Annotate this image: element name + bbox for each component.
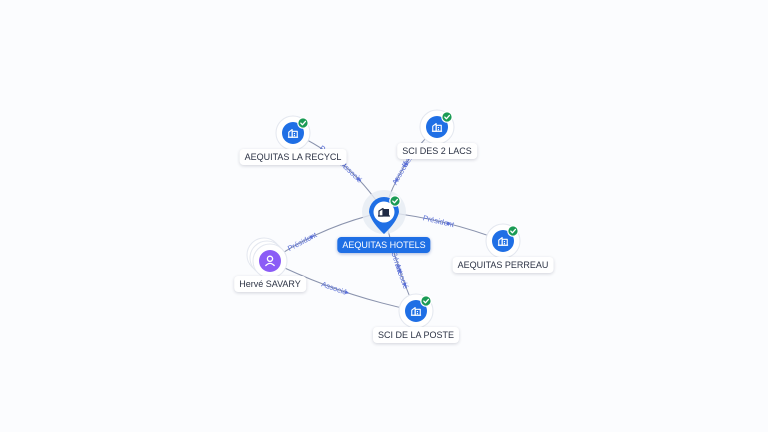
verified-check-icon bbox=[297, 117, 309, 129]
verified-check-icon bbox=[420, 295, 432, 307]
node-herve-savary[interactable] bbox=[246, 237, 288, 279]
edge-arrow bbox=[395, 177, 399, 183]
person-icon bbox=[265, 255, 275, 267]
edge-label: Associé bbox=[393, 262, 410, 290]
edge-arrow bbox=[397, 268, 402, 274]
node-fill bbox=[282, 122, 304, 144]
node-label-aequitas-perreau[interactable]: AEQUITAS PERREAU bbox=[452, 257, 554, 273]
node-sci-de-la-poste[interactable] bbox=[398, 293, 434, 329]
node-label-sci-des-2-lacs[interactable]: SCI DES 2 LACS bbox=[397, 143, 477, 159]
edge-arrow bbox=[309, 235, 315, 240]
verified-check-icon bbox=[441, 111, 453, 123]
edge-label: Associé bbox=[390, 159, 411, 186]
building-icon bbox=[497, 237, 509, 246]
edge-arrow bbox=[403, 161, 408, 167]
node-fill bbox=[426, 116, 448, 138]
node-aequitas-perreau[interactable] bbox=[485, 223, 521, 259]
node-sci-des-2-lacs[interactable] bbox=[419, 109, 455, 145]
edge-arrow bbox=[446, 221, 452, 226]
building-icon bbox=[287, 129, 299, 138]
verified-check-icon bbox=[507, 225, 519, 237]
node-label-herve-savary[interactable]: Hervé SAVARY bbox=[234, 276, 306, 292]
nodes-layer bbox=[246, 109, 521, 329]
node-aequitas-hotels[interactable] bbox=[362, 190, 406, 234]
edge-label: Président bbox=[422, 213, 456, 229]
edge-label: Président bbox=[286, 230, 319, 253]
building-icon bbox=[431, 123, 443, 132]
verified-check-icon bbox=[389, 195, 401, 207]
edge-arrow bbox=[344, 290, 350, 294]
building-icon bbox=[378, 207, 390, 217]
node-label-aequitas-hotels[interactable]: AEQUITAS HOTELS bbox=[337, 237, 431, 253]
node-fill bbox=[492, 230, 514, 252]
edge-arrow bbox=[402, 282, 407, 288]
node-aequitas-la-recycl[interactable] bbox=[275, 115, 311, 151]
building-icon bbox=[410, 307, 422, 316]
node-label-sci-de-la-poste[interactable]: SCI DE LA POSTE bbox=[372, 327, 460, 343]
edge-label: Associé bbox=[320, 280, 348, 297]
edge-arrow bbox=[356, 176, 361, 182]
node-label-aequitas-la-recycl[interactable]: AEQUITAS LA RECYCL bbox=[239, 149, 347, 165]
edge-line bbox=[269, 260, 417, 312]
node-fill bbox=[405, 300, 427, 322]
